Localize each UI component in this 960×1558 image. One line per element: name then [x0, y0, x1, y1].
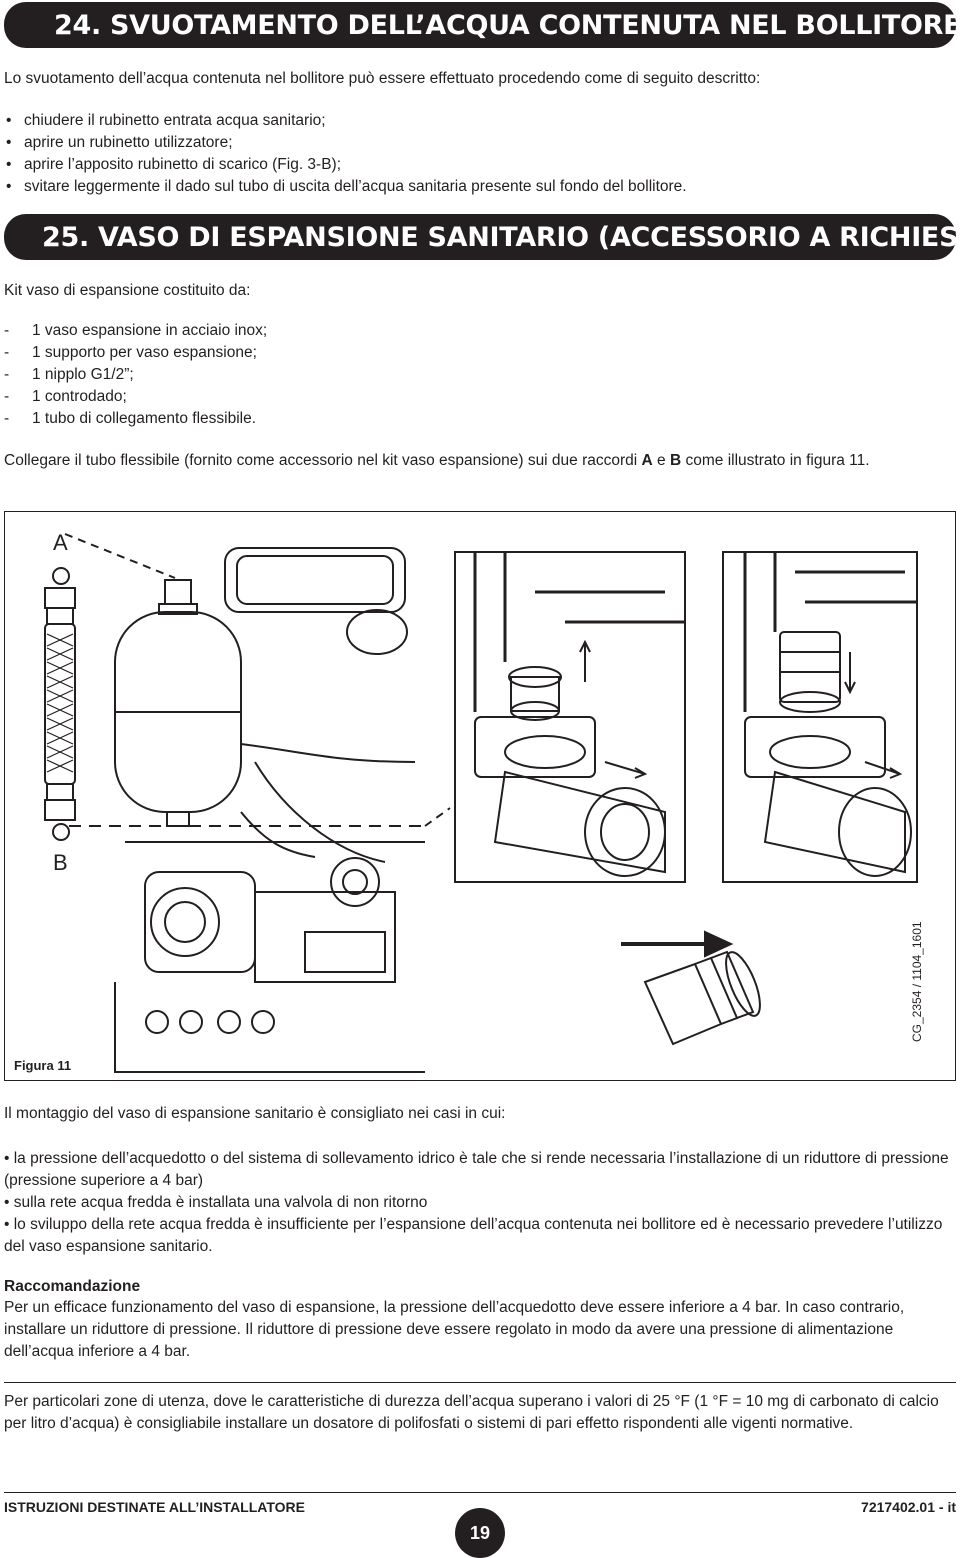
kit-intro: Kit vaso di espansione costituito da: — [4, 282, 251, 299]
drawing-code: CG_2354 / 1104_1601 — [910, 921, 924, 1042]
connector-a-ref: A — [641, 452, 653, 469]
list-item: 1 nipplo G1/2”; — [4, 364, 267, 386]
list-item: lo sviluppo della rete acqua fredda è in… — [4, 1214, 956, 1258]
page-number-badge: 19 — [455, 1508, 505, 1558]
page-number: 19 — [469, 1522, 491, 1543]
figure-illustration: A B — [44, 530, 924, 1073]
usage-intro: Il montaggio del vaso di espansione sani… — [4, 1105, 506, 1122]
label-a: A — [53, 530, 68, 555]
list-item: la pressione dell’acquedotto o del siste… — [4, 1148, 956, 1192]
list-item: 1 vaso espansione in acciaio inox; — [4, 320, 267, 342]
recommendation-heading: Raccomandazione — [4, 1278, 141, 1295]
list-item: 1 controdado; — [4, 386, 267, 408]
figure-11: A B — [4, 511, 956, 1081]
section-24-intro: Lo svuotamento dell’acqua contenuta nel … — [4, 70, 761, 87]
label-b: B — [53, 850, 68, 875]
connect-text: Collegare il tubo flessibile (fornito co… — [4, 452, 642, 469]
footer-document-code: 7217402.01 - it — [861, 1499, 956, 1515]
boiler-internal-view — [114, 547, 425, 1073]
hardness-note: Per particolari zone di utenza, dove le … — [4, 1393, 939, 1432]
recommendation-text: Per un efficace funzionamento del vaso d… — [4, 1299, 905, 1360]
nipple-fitting-icon — [643, 950, 761, 1046]
list-item: svitare leggermente il dado sul tubo di … — [4, 176, 687, 198]
connect-text: come illustrato in figura 11. — [681, 452, 870, 469]
section-24-banner: 24. SVUOTAMENTO DELL’ACQUA CONTENUTA NEL… — [4, 2, 960, 48]
figure-caption: Figura 11 — [14, 1058, 72, 1073]
flexible-hose-icon — [44, 567, 76, 841]
list-item: 1 supporto per vaso espansione; — [4, 342, 267, 364]
section-24-title: 24. SVUOTAMENTO DELL’ACQUA CONTENUTA NEL… — [54, 9, 960, 41]
list-item: chiudere il rubinetto entrata acqua sani… — [4, 110, 687, 132]
divider — [4, 1382, 956, 1383]
list-item: aprire un rubinetto utilizzatore; — [4, 132, 687, 154]
drain-steps-list: chiudere il rubinetto entrata acqua sani… — [4, 110, 687, 198]
detail-photo-2 — [722, 551, 918, 883]
list-item: aprire l’apposito rubinetto di scarico (… — [4, 154, 687, 176]
section-25-title: 25. VASO DI ESPANSIONE SANITARIO (ACCESS… — [42, 221, 960, 253]
connector-b-ref: B — [669, 452, 682, 469]
connect-text: e — [652, 452, 670, 469]
arrow-right-icon — [621, 930, 734, 958]
footer-document-type: ISTRUZIONI DESTINATE ALL’INSTALLATORE — [4, 1499, 305, 1515]
usage-cases-list: la pressione dell’acquedotto o del siste… — [4, 1148, 956, 1258]
footer-divider — [4, 1492, 956, 1493]
section-25-banner: 25. VASO DI ESPANSIONE SANITARIO (ACCESS… — [4, 214, 960, 260]
list-item: 1 tubo di collegamento flessibile. — [4, 408, 267, 430]
detail-photo-1 — [454, 551, 686, 883]
kit-items-list: 1 vaso espansione in acciaio inox; 1 sup… — [4, 320, 267, 430]
list-item: sulla rete acqua fredda è installata una… — [4, 1192, 956, 1214]
connect-instructions: Collegare il tubo flessibile (fornito co… — [4, 450, 956, 472]
